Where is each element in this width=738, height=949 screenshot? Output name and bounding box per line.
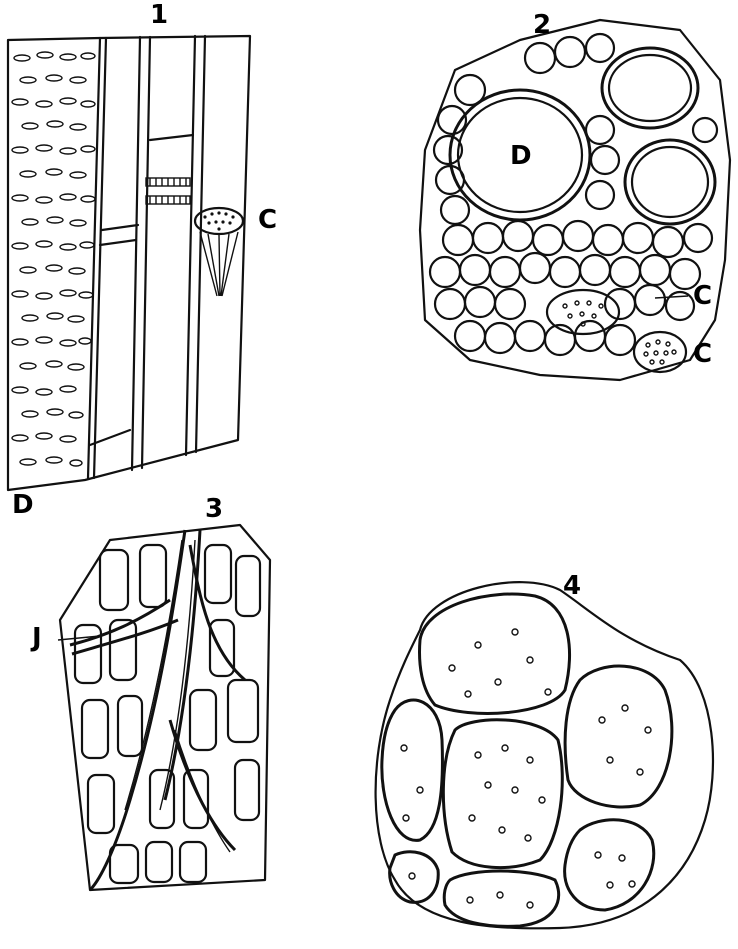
- figure-2-label-d: D: [510, 143, 532, 169]
- figure-2-number: 2: [533, 12, 551, 38]
- fibre-strands: [70, 530, 245, 890]
- cell-walls: [75, 545, 260, 883]
- figure-3-label-j: J: [32, 625, 42, 651]
- stippled-cells: [12, 52, 95, 466]
- cell-lower-right: [565, 820, 654, 910]
- cell-bottom-left: [390, 852, 439, 903]
- cell-center: [443, 720, 562, 868]
- figure-3-drawing: [58, 525, 270, 890]
- vessel-upper-right: [602, 48, 698, 128]
- figure-4-drawing: [376, 582, 713, 928]
- cell-left: [382, 700, 443, 840]
- sieve-cell-lower: [634, 332, 686, 372]
- figure-1-label-c: C: [258, 207, 277, 233]
- figure-3-number: 3: [205, 496, 223, 522]
- figure-1-drawing: [8, 36, 250, 490]
- figure-1-label-d: D: [12, 492, 34, 518]
- cell-bottom: [444, 871, 558, 926]
- figure-4-number: 4: [563, 573, 581, 599]
- figure-2-label-c-lower: C: [693, 341, 712, 367]
- vessel-right: [625, 140, 715, 224]
- cell-right: [565, 666, 672, 807]
- figure-1-number: 1: [150, 2, 168, 28]
- parenchyma-cells: [430, 34, 717, 355]
- figure-2-drawing: [420, 20, 730, 380]
- scalariform-band: [146, 178, 190, 204]
- sieve-plate: [195, 208, 243, 296]
- figure-2-label-c-upper: C: [693, 283, 712, 309]
- cell-top: [420, 594, 570, 713]
